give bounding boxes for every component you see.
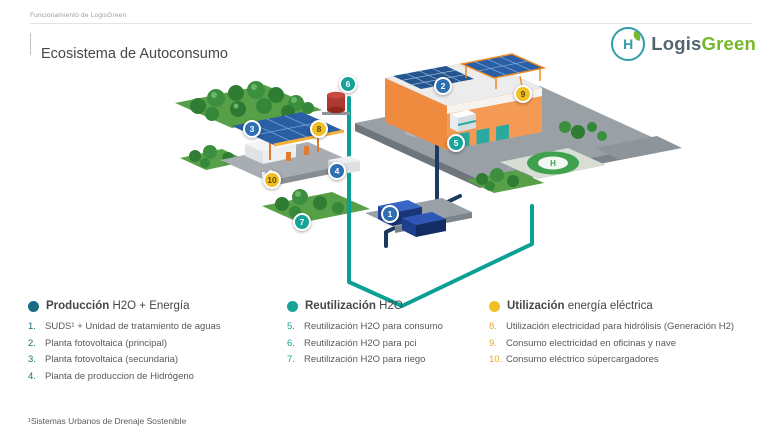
legend-title-rest: H2O xyxy=(379,300,403,312)
legend-title: Reutilización H2O xyxy=(305,300,403,312)
legend-title-bold: Producción xyxy=(46,300,110,312)
diagram-marker-8: 8 xyxy=(310,120,328,138)
item-text: SUDS¹ + Unidad de tratamiento de aguas xyxy=(45,321,221,332)
page-title: Ecosistema de Autoconsumo xyxy=(41,45,228,62)
legend-title-bold: Utilización xyxy=(507,300,565,312)
item-text: Planta fotovoltaica (principal) xyxy=(45,337,167,349)
red-tank xyxy=(322,91,350,115)
item-text: Consumo eléctrico súpercargadores xyxy=(506,354,659,365)
legend-title-bold: Reutilización xyxy=(305,300,376,312)
legend-item: 6. Reutilización H2O para pci xyxy=(287,337,487,350)
item-text: Reutilización H2O para pci xyxy=(304,337,417,349)
item-number: 7. xyxy=(287,354,295,365)
delivery-truck xyxy=(450,110,477,132)
logo-word-green: Green xyxy=(701,33,756,54)
item-text: Reutilización H2O para consumo xyxy=(304,321,443,332)
logisgreen-logo: H LogisGreen xyxy=(611,27,756,61)
legend-dot-yellow xyxy=(489,300,500,312)
header-divider xyxy=(30,23,752,24)
legend-item: 7. Reutilización H2O para riego xyxy=(287,354,487,366)
diagram-marker-1: 1 xyxy=(381,205,399,223)
title-accent-bar xyxy=(30,33,31,55)
legend-column-produccion: Producción H2O + Energía 1. SUDS¹ + Unida… xyxy=(28,300,283,388)
legend-item: 10.Consumo eléctrico súpercargadores xyxy=(489,354,772,366)
diagram-marker-6: 6 xyxy=(339,75,357,93)
diagram-marker-5: 5 xyxy=(447,134,465,152)
legend-column-reutilizacion: Reutilización H2O 5. Reutilización H2O pa… xyxy=(287,300,487,372)
item-number: 8. xyxy=(489,321,497,332)
item-number: 10. xyxy=(489,354,503,365)
green-patch-bottom xyxy=(262,189,370,223)
diagram-marker-7: 7 xyxy=(293,213,311,231)
water-pipe-teal xyxy=(347,96,534,308)
diagram-marker-10: 10 xyxy=(263,171,281,189)
legend-title: Utilización energía eléctrica xyxy=(507,300,653,312)
item-number: 5. xyxy=(287,321,295,332)
legend-title: Producción H2O + Energía xyxy=(46,300,190,312)
item-number: 1. xyxy=(28,321,36,332)
green-patch-right xyxy=(466,168,544,193)
diagram-marker-2: 2 xyxy=(434,77,452,95)
diagram-marker-4: 4 xyxy=(328,162,346,180)
item-number: 2. xyxy=(28,337,36,349)
legend-dot-blue xyxy=(28,300,39,312)
legend-item: 8. Utilización electricidad para hidrólis… xyxy=(489,321,772,333)
leaf-icon xyxy=(632,30,643,42)
footnote: ¹Sistemas Urbanos de Drenaje Sostenible xyxy=(28,416,187,426)
item-text: Planta de produccion de Hidrógeno xyxy=(45,370,194,382)
legend-column-utilizacion: Utilización energía eléctrica 8. Utilizac… xyxy=(489,300,772,372)
logo-letter: H xyxy=(623,36,634,52)
legend-item: 5. Reutilización H2O para consumo xyxy=(287,321,487,333)
legend-title-rest: energía eléctrica xyxy=(567,300,653,312)
legend-item: 1. SUDS¹ + Unidad de tratamiento de aguas xyxy=(28,321,283,333)
legend: Producción H2O + Energía 1. SUDS¹ + Unida… xyxy=(28,300,772,410)
item-number: 3. xyxy=(28,354,36,365)
legend-item: 3. Planta fotovoltaica (secundaria) xyxy=(28,354,283,366)
logo-icon: H xyxy=(611,27,646,61)
legend-item: 9. Consumo electricidad en oficinas y nav… xyxy=(489,337,772,350)
legend-dot-teal xyxy=(287,300,298,312)
item-text: Consumo electricidad en oficinas y nave xyxy=(506,337,677,349)
item-number: 4. xyxy=(28,370,36,382)
logo-word-dark: Logis xyxy=(651,33,702,54)
rooftop-solar-frame xyxy=(459,53,547,93)
logo-wordmark: LogisGreen xyxy=(651,33,756,55)
helipad-label: H xyxy=(550,159,556,168)
eyebrow: Funcionamiento de LogisGreen xyxy=(30,12,127,19)
diagram-marker-9: 9 xyxy=(514,85,532,103)
item-number: 9. xyxy=(489,337,497,349)
ecosystem-illustration: H xyxy=(175,53,682,308)
legend-title-rest: H2O + Energía xyxy=(112,300,190,312)
diagram-marker-3: 3 xyxy=(243,120,261,138)
item-text: Reutilización H2O para riego xyxy=(304,354,426,365)
legend-item: 2. Planta fotovoltaica (principal) xyxy=(28,337,283,350)
h2o-helipad: H xyxy=(500,148,606,179)
legend-item: 4. Planta de produccion de Hidrógeno xyxy=(28,370,283,383)
item-text: Planta fotovoltaica (secundaria) xyxy=(45,354,179,365)
item-number: 6. xyxy=(287,337,295,349)
item-text: Utilización electricidad para hidrólisis… xyxy=(506,321,735,332)
